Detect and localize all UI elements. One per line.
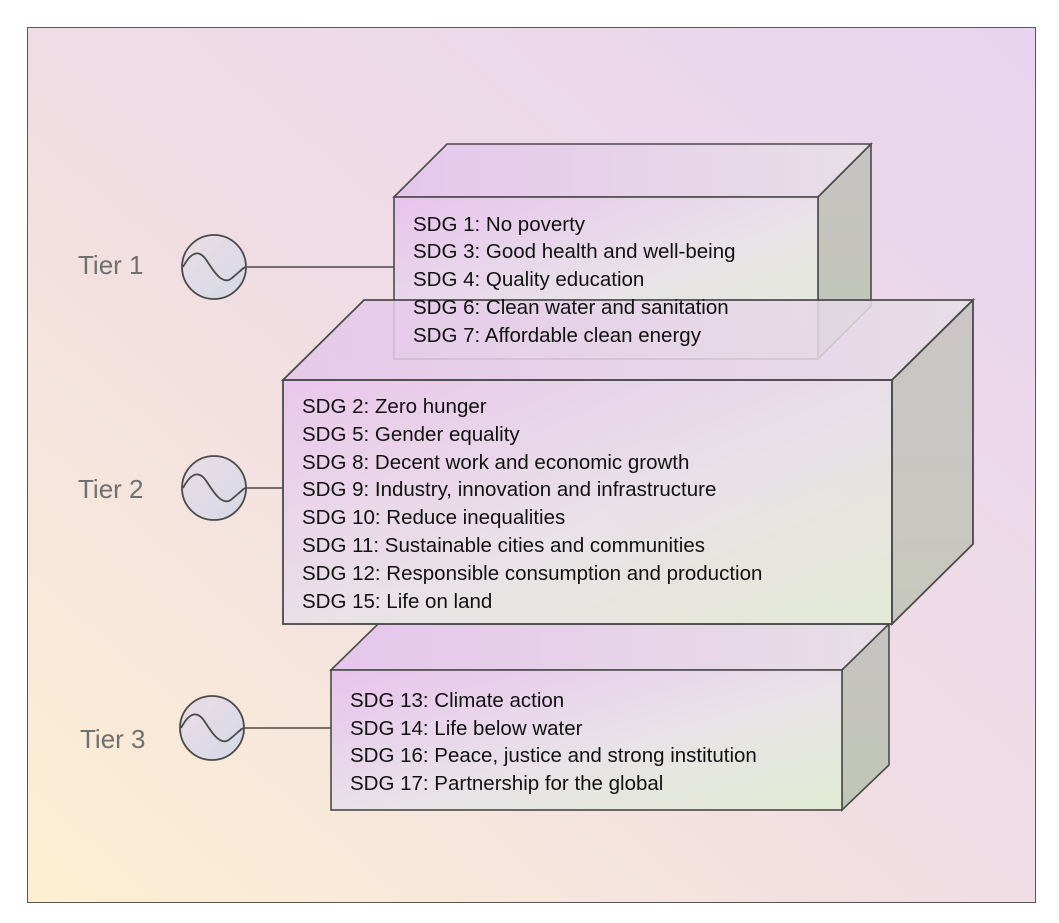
tier-1-sine-wave-icon <box>181 234 247 300</box>
tier-2-item: SDG 2: Zero hunger <box>302 395 487 418</box>
tier-2-item: SDG 12: Responsible consumption and prod… <box>302 562 762 585</box>
tier-1-item: SDG 1: No poverty <box>413 213 586 236</box>
tier-1-item: SDG 7: Affordable clean energy <box>413 324 702 347</box>
tier-1-items: SDG 1: No poverty SDG 3: Good health and… <box>413 213 736 347</box>
tier-1-item: SDG 3: Good health and well-being <box>413 240 736 263</box>
tier-3-item: SDG 16: Peace, justice and strong instit… <box>350 744 757 767</box>
tier-2-items: SDG 2: Zero hunger SDG 5: Gender equalit… <box>302 395 762 613</box>
tier-2-item: SDG 11: Sustainable cities and communiti… <box>302 534 705 557</box>
tier-3-item: SDG 14: Life below water <box>350 717 583 740</box>
tier-3-label: Tier 3 <box>80 724 146 754</box>
tier-1-label: Tier 1 <box>78 250 144 280</box>
tier-3-block: SDG 13: Climate action SDG 14: Life belo… <box>329 622 891 812</box>
tier-1-item: SDG 6: Clean water and sanitation <box>413 296 729 319</box>
tier-2-item: SDG 15: Life on land <box>302 590 492 613</box>
tier-3-item: SDG 17: Partnership for the global <box>350 772 663 795</box>
tier-3-item: SDG 13: Climate action <box>350 689 564 712</box>
tier-1-item: SDG 4: Quality education <box>413 268 644 291</box>
tier-2-outline <box>281 298 975 626</box>
tier-2-label: Tier 2 <box>78 474 144 504</box>
tier-3-sine-wave-icon <box>179 695 245 761</box>
tier-2-sine-wave-icon <box>181 455 247 521</box>
tier-2-item: SDG 5: Gender equality <box>302 423 520 446</box>
tier-2-item: SDG 9: Industry, innovation and infrastr… <box>302 478 716 501</box>
tier-3-block-top-face <box>329 623 891 671</box>
tier-1-block-top-face <box>392 143 873 198</box>
tier-3-block-front-face <box>330 669 843 811</box>
tier-2-item: SDG 10: Reduce inequalities <box>302 506 565 529</box>
tier-2-item: SDG 8: Decent work and economic growth <box>302 451 689 474</box>
